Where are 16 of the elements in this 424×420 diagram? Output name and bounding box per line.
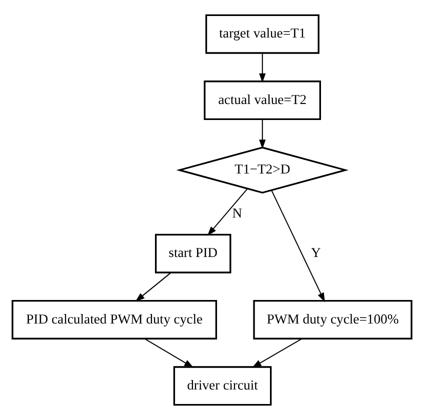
node-box: PID calculated PWM duty cycle <box>12 300 218 340</box>
arrow <box>207 188 248 236</box>
edge-label: Y <box>311 245 321 260</box>
edge-label: N <box>232 205 242 220</box>
arrow <box>135 272 172 302</box>
node-box: actual value=T2 <box>204 80 321 120</box>
node-box: PWM duty cycle=100% <box>253 300 412 340</box>
arrow <box>144 338 194 368</box>
arrow <box>252 338 302 368</box>
arrow <box>271 190 325 302</box>
node-diamond: T1−T2>D <box>176 146 349 194</box>
node-box: start PID <box>154 234 232 274</box>
node-box: driver circuit <box>173 366 272 406</box>
arrow <box>259 53 266 83</box>
arrow <box>259 119 266 150</box>
node-box: target value=T1 <box>205 14 320 54</box>
